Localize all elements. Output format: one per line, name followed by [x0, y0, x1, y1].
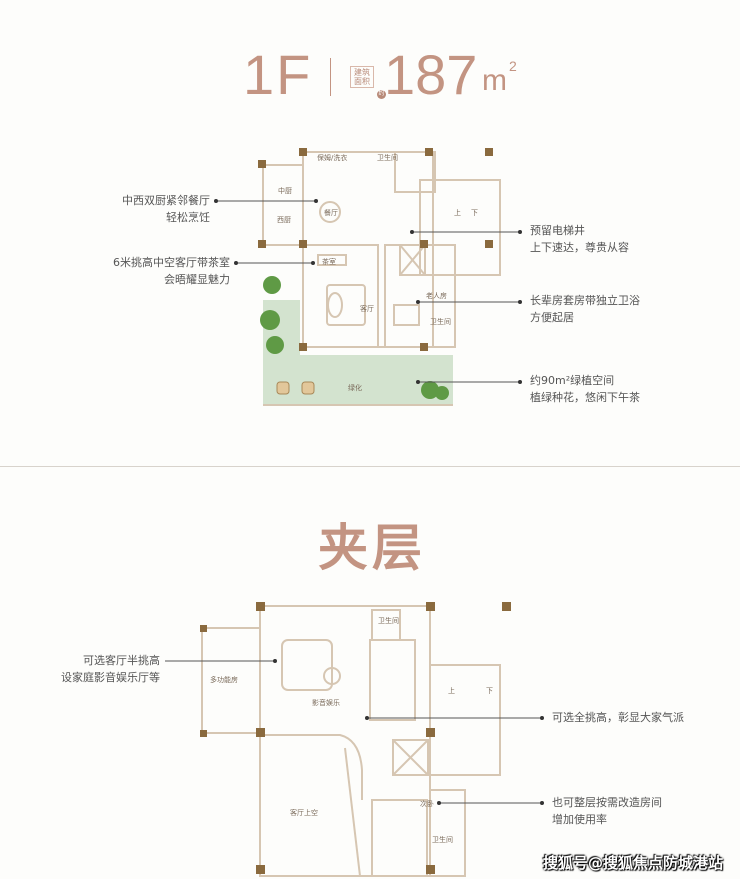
mz-room-bath1: 卫生间	[378, 616, 399, 625]
mz-room-void: 客厅上空	[290, 808, 318, 817]
area-value: 187	[384, 43, 478, 106]
watermark: 搜狐号@搜狐焦点防城港站	[543, 854, 724, 872]
tree-icons	[260, 276, 449, 400]
area-badge: 约	[377, 90, 386, 99]
note-av-room: 可选客厅半挑高设家庭影音娱乐厅等	[61, 654, 160, 684]
garden-chairs	[276, 381, 315, 395]
floor-title: 1F	[243, 43, 313, 106]
section-divider	[0, 466, 740, 467]
note-garden: 约90m²绿植空间植绿种花，悠闲下午茶	[530, 374, 640, 404]
mz-room-bath2: 卫生间	[432, 835, 453, 844]
note-living: 6米挑高中空客厅带茶室会晤耀显魅力	[113, 256, 230, 286]
mz-room-multi: 多功能房	[210, 675, 238, 684]
mezzanine-title: 夹层	[318, 519, 426, 577]
floor1-leaders	[216, 200, 520, 383]
mz-stair-up: 上	[448, 686, 455, 695]
room-dining: 餐厅	[324, 208, 338, 217]
room-tea: 茶室	[322, 257, 336, 266]
note-kitchen: 中西双厨紧邻餐厅轻松烹饪	[122, 194, 210, 224]
area-label: 建筑面积	[350, 66, 374, 88]
mz-room-bedroom: 次卧	[420, 799, 434, 808]
mz-stair-down: 下	[486, 687, 493, 695]
room-nanny: 保姆/洗衣	[317, 153, 347, 162]
room-elder: 老人房	[426, 291, 447, 300]
mezzanine-plan	[201, 605, 501, 877]
mezzanine-pillars	[200, 602, 511, 874]
area-unit: m	[482, 64, 507, 97]
area-unit-sup: 2	[509, 58, 517, 74]
room-chinese-kitchen: 中厨	[278, 186, 292, 195]
stair-up: 上	[454, 208, 461, 217]
note-full-height: 可选全挑高，彰显大家气派	[552, 711, 684, 724]
leader-dots	[214, 199, 522, 384]
title-divider	[330, 58, 331, 96]
mezzanine-leaders	[165, 660, 542, 804]
mz-room-av: 影音娱乐	[312, 698, 340, 707]
note-elder-room: 长辈房套房带独立卫浴方便起居	[530, 294, 640, 324]
floor1-plan	[262, 151, 501, 406]
note-remodel: 也可整层按需改造房间增加使用率	[552, 796, 662, 826]
note-elevator: 预留电梯井上下速达，尊贵从容	[530, 224, 629, 254]
room-green: 绿化	[348, 383, 362, 392]
room-western-kitchen: 西厨	[277, 216, 291, 224]
room-bath1: 卫生间	[377, 153, 398, 162]
floor1-pillars	[258, 148, 493, 351]
room-living: 客厅	[360, 304, 374, 313]
room-bath2: 卫生间	[430, 317, 451, 326]
stair-down: 下	[471, 209, 478, 217]
